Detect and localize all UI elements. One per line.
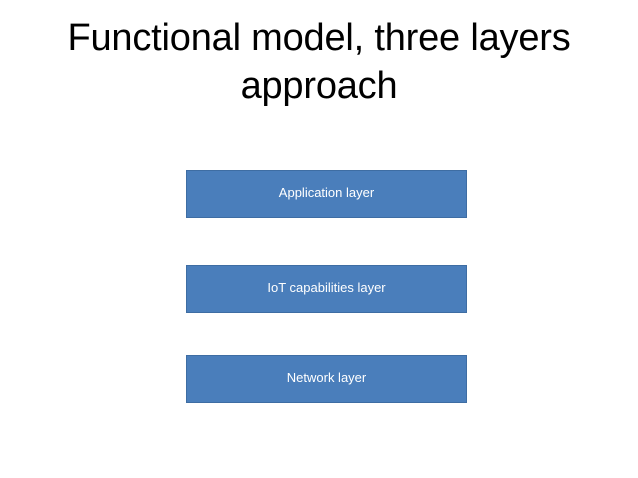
page-title: Functional model, three layers approach bbox=[67, 17, 571, 107]
layer-box-iot-capabilities[interactable]: IoT capabilities layer bbox=[186, 265, 467, 313]
layer-box-application[interactable]: Application layer bbox=[186, 170, 467, 218]
layer-box-network[interactable]: Network layer bbox=[186, 355, 467, 403]
layer-label-application: Application layer bbox=[278, 185, 375, 200]
layer-label-iot-capabilities: IoT capabilities layer bbox=[267, 280, 386, 295]
layer-label-network: Network layer bbox=[286, 370, 367, 385]
